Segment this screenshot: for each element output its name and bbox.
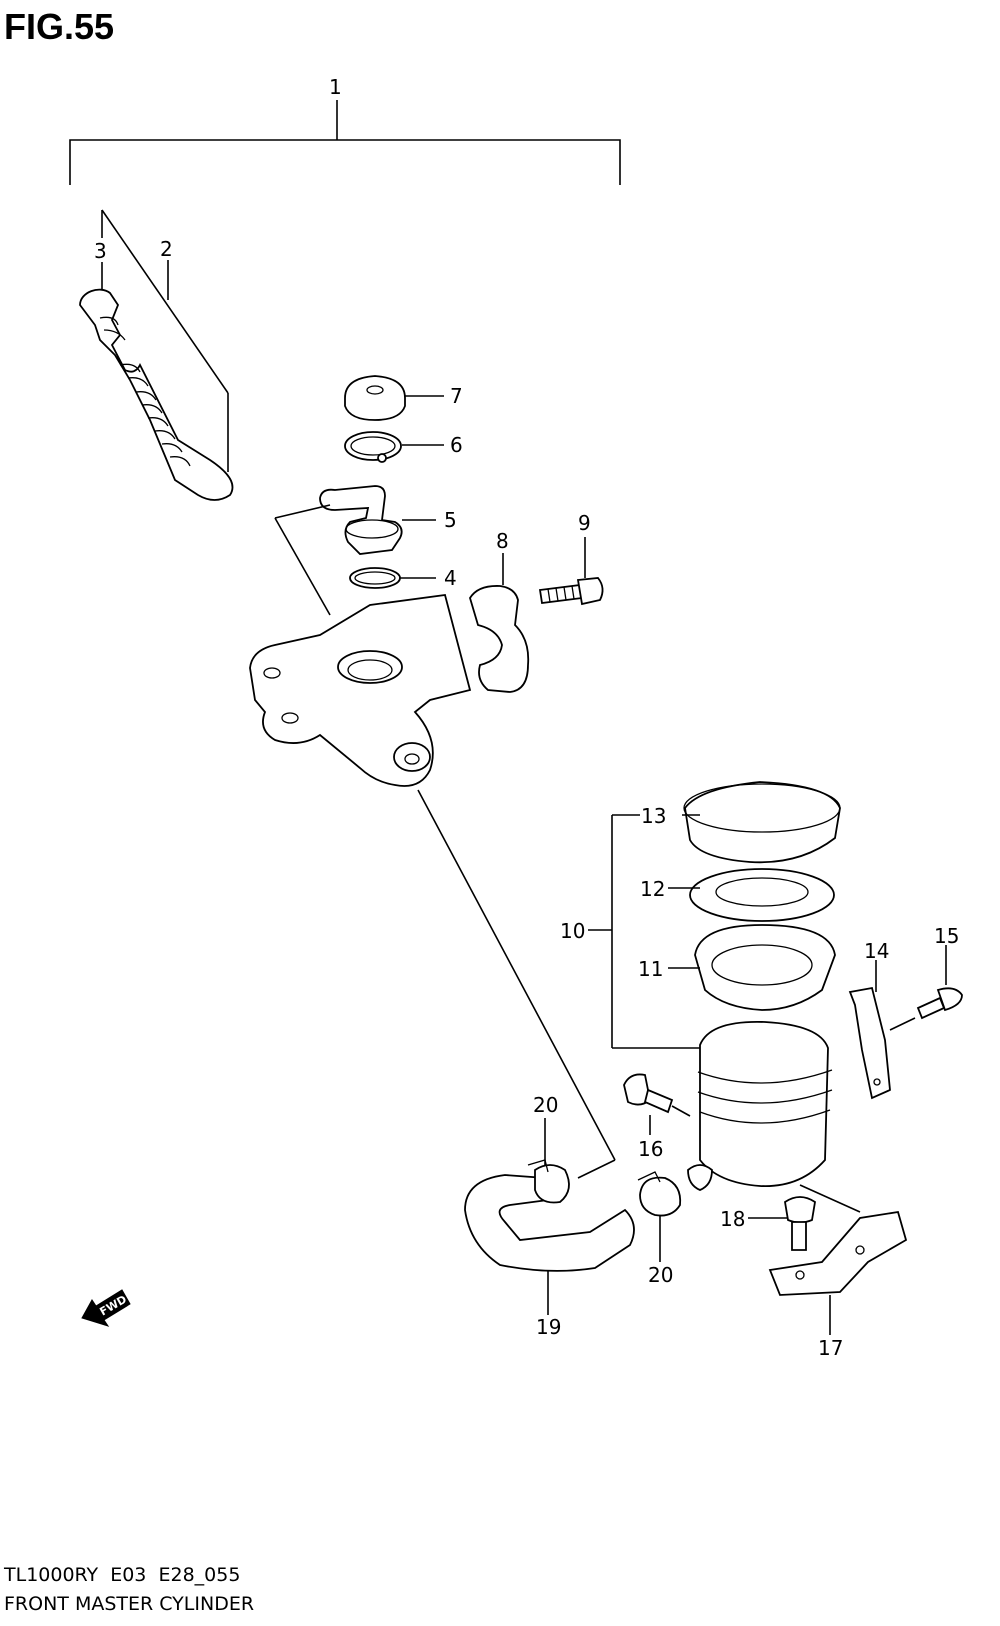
part-18-bolt xyxy=(784,1196,816,1251)
callout-17: 17 xyxy=(818,1336,843,1360)
callout-1: 1 xyxy=(329,75,342,99)
callout-13: 13 xyxy=(641,804,666,828)
callout-15: 15 xyxy=(934,924,959,948)
part-17-bracket xyxy=(768,1184,908,1296)
callout-5: 5 xyxy=(444,508,457,532)
part-8-holder xyxy=(469,585,530,693)
part-13-reservoir-cap xyxy=(683,781,841,864)
callout-numbers: 1 2 3 4 5 6 7 8 9 10 11 12 13 14 15 16 1… xyxy=(94,75,959,1360)
part-4-o-ring xyxy=(349,567,401,589)
part-12-plate xyxy=(689,868,835,922)
callout-7: 7 xyxy=(450,384,463,408)
callout-4: 4 xyxy=(444,566,457,590)
part-15-screw xyxy=(916,987,963,1020)
part-20-clip-upper xyxy=(527,1159,570,1204)
part-7-boot xyxy=(344,375,406,421)
assembly-1-bracket xyxy=(69,100,621,185)
part-6-circlip xyxy=(344,431,402,463)
callout-2: 2 xyxy=(160,237,173,261)
callout-20-lower: 20 xyxy=(648,1263,673,1287)
part-9-bolt xyxy=(538,577,604,606)
callout-18: 18 xyxy=(720,1207,745,1231)
callout-20-upper: 20 xyxy=(533,1093,558,1117)
part-5-union xyxy=(274,485,403,616)
part-10-reservoir xyxy=(687,1020,833,1191)
callout-14: 14 xyxy=(864,939,889,963)
part-14-bracket xyxy=(848,986,916,1100)
callout-16: 16 xyxy=(638,1137,663,1161)
figure-name: FRONT MASTER CYLINDER xyxy=(4,1593,255,1615)
callout-11: 11 xyxy=(638,957,663,981)
leader-lines xyxy=(101,260,947,1335)
callout-6: 6 xyxy=(450,433,463,457)
callout-19: 19 xyxy=(536,1315,561,1339)
callout-10: 10 xyxy=(560,919,585,943)
part-11-diaphragm xyxy=(694,924,836,1011)
callout-3: 3 xyxy=(94,239,107,263)
part-19-hose xyxy=(464,1174,635,1272)
piston-set xyxy=(79,209,234,501)
model-code: TL1000RY E03 E28_055 xyxy=(4,1564,241,1586)
callout-12: 12 xyxy=(640,877,665,901)
fwd-arrow-icon: FWD xyxy=(81,1289,131,1327)
figure-title: FIG.55 xyxy=(4,6,115,47)
part-16-bolt xyxy=(623,1073,691,1117)
master-cylinder-body xyxy=(249,594,616,1179)
part-20-clip-lower xyxy=(637,1171,682,1217)
callout-8: 8 xyxy=(496,529,509,553)
callout-9: 9 xyxy=(578,511,591,535)
